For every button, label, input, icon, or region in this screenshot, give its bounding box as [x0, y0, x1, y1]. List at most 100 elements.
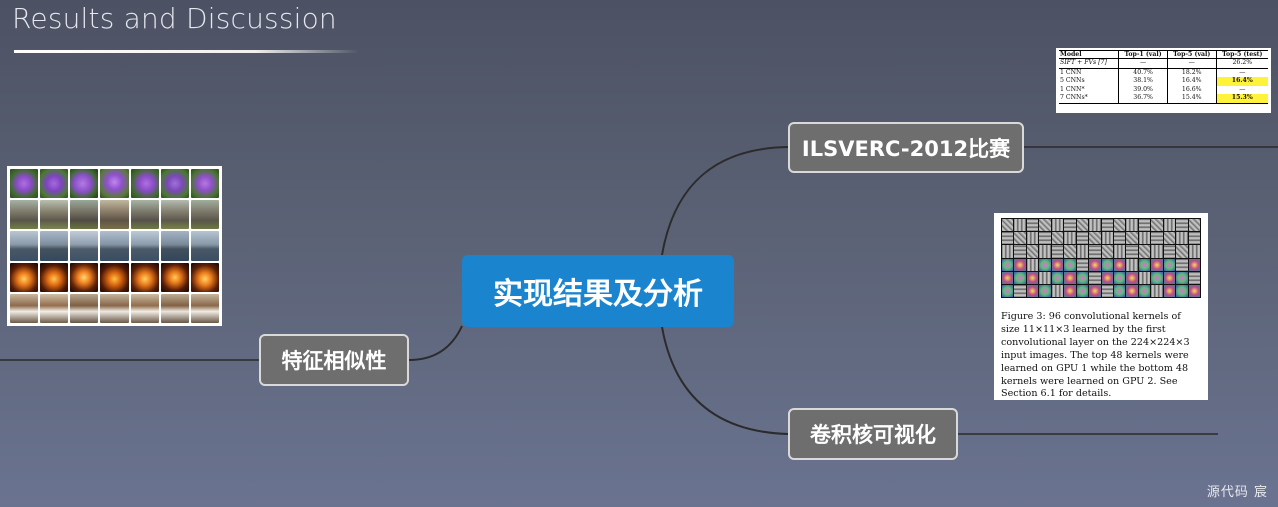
connector-to-competition — [661, 146, 789, 256]
kernel-cell — [1113, 232, 1126, 245]
kernel-cell — [1138, 258, 1151, 271]
table-cell: 26.2% — [1215, 58, 1268, 69]
grid-image-elephant — [100, 200, 129, 230]
grid-image-ship — [70, 231, 99, 261]
grid-image-flower — [190, 169, 219, 199]
kernel-cell — [1101, 219, 1113, 232]
grid-image-flower — [70, 169, 99, 199]
central-topic-node[interactable]: 实现结果及分析 — [462, 255, 734, 327]
kernel-cell — [1026, 232, 1039, 245]
grid-image-elephant — [40, 200, 69, 230]
kernel-cell — [1176, 284, 1188, 297]
kernel-cell — [1064, 284, 1076, 297]
grid-image-dog — [100, 293, 129, 323]
footer-text: 源代码 宸 — [1206, 485, 1268, 500]
table-cell: 15.4% — [1166, 94, 1217, 104]
kernel-cell — [1026, 258, 1039, 271]
kernel-cell — [1163, 219, 1176, 232]
kernel-cell — [1076, 258, 1089, 271]
kernel-cell — [1176, 271, 1188, 284]
table-cell: 40.7% — [1118, 67, 1168, 78]
grid-image-elephant — [190, 200, 219, 230]
kernel-cell — [1151, 258, 1163, 271]
table-cell: — — [1118, 58, 1168, 69]
kernel-cell — [1076, 245, 1089, 258]
kernel-cell — [1039, 284, 1051, 297]
kernel-cell — [1151, 232, 1163, 245]
kernel-cell — [1113, 284, 1126, 297]
kernel-cell — [1089, 219, 1101, 232]
kernel-cell — [1188, 271, 1200, 284]
kernel-cell — [1163, 245, 1176, 258]
results-table: Model Top-1 (val) Top-5 (val) Top-5 (tes… — [1059, 50, 1268, 104]
grid-image-pumpkin — [130, 262, 159, 292]
kernel-cell — [1188, 219, 1200, 232]
branch-node-competition[interactable]: ILSVERC-2012比赛 — [788, 122, 1024, 173]
grid-image-ship — [100, 231, 129, 261]
kernel-cell — [1126, 258, 1138, 271]
table-header-row: Model Top-1 (val) Top-5 (val) Top-5 (tes… — [1059, 50, 1268, 59]
kernel-cell — [1002, 258, 1014, 271]
kernel-cell — [1014, 245, 1026, 258]
results-table-image: Model Top-1 (val) Top-5 (val) Top-5 (tes… — [1056, 48, 1271, 113]
kernel-cell — [1051, 219, 1064, 232]
table-row: 5 CNNs 38.1% 16.4% 16.4% — [1059, 77, 1268, 86]
grid-image-flower — [40, 169, 69, 199]
kernel-cell — [1064, 219, 1076, 232]
kernel-cell — [1051, 232, 1064, 245]
kernel-cell — [1051, 271, 1064, 284]
grid-image-flower — [160, 169, 189, 199]
table-cell: 5 CNNs — [1060, 77, 1085, 85]
kernel-cell — [1014, 284, 1026, 297]
kernel-cell — [1176, 245, 1188, 258]
image-similarity-grid — [7, 166, 222, 326]
branch-node-visualization[interactable]: 卷积核可视化 — [788, 408, 958, 460]
kernel-cell — [1039, 232, 1051, 245]
table-cell: 16.6% — [1166, 85, 1217, 95]
table-header-cell: Top-5 (val) — [1166, 50, 1217, 59]
kernel-cell — [1026, 219, 1039, 232]
kernel-cell — [1163, 232, 1176, 245]
kernel-cell — [1014, 219, 1026, 232]
grid-image-ship — [10, 231, 39, 261]
grid-image-pumpkin — [40, 262, 69, 292]
grid-image-elephant — [70, 200, 99, 230]
kernel-cell — [1026, 271, 1039, 284]
kernel-cell — [1113, 219, 1126, 232]
grid-image-elephant — [160, 200, 189, 230]
kernel-cell — [1039, 245, 1051, 258]
branch-node-similarity[interactable]: 特征相似性 — [259, 334, 409, 386]
kernel-cell — [1188, 232, 1200, 245]
kernel-cell — [1176, 258, 1188, 271]
kernel-cell — [1089, 271, 1101, 284]
kernel-cell — [1188, 284, 1200, 297]
table-cell: 16.4% — [1166, 77, 1217, 86]
kernel-cell — [1002, 245, 1014, 258]
kernel-cell — [1064, 271, 1076, 284]
table-row: 1 CNN* 39.0% 16.6% — — [1059, 85, 1268, 95]
grid-image-flower — [130, 169, 159, 199]
kernel-cell — [1151, 219, 1163, 232]
grid-image-ship — [190, 231, 219, 261]
kernel-cell — [1002, 232, 1014, 245]
connector-to-visualization — [661, 326, 789, 435]
kernel-cell — [1051, 258, 1064, 271]
grid-image-dog — [40, 293, 69, 323]
grid-image-pumpkin — [190, 262, 219, 292]
kernel-cell — [1076, 232, 1089, 245]
kernel-cell — [1126, 271, 1138, 284]
title-underline — [14, 50, 359, 53]
kernel-cell — [1039, 258, 1051, 271]
table-row: SIFT + FVs [7] — — 26.2% — [1059, 58, 1268, 69]
kernel-cell — [1126, 219, 1138, 232]
table-header-cell: Top-5 (test) — [1215, 50, 1268, 59]
grid-image-ship — [160, 231, 189, 261]
grid-image-pumpkin — [70, 262, 99, 292]
grid-image-dog — [160, 293, 189, 323]
kernel-cell — [1076, 284, 1089, 297]
table-cell: — — [1215, 85, 1268, 95]
kernel-cell — [1101, 258, 1113, 271]
grid-image-flower — [100, 169, 129, 199]
kernel-cell — [1089, 284, 1101, 297]
kernel-cell — [1002, 219, 1014, 232]
